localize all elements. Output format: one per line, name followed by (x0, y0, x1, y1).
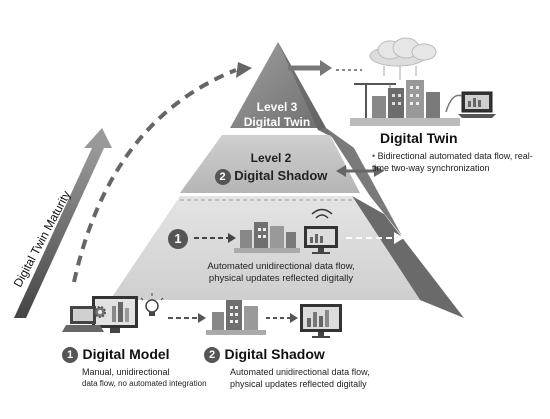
wifi-icon (311, 208, 333, 219)
pyramid-level3 (230, 42, 326, 128)
level2-line1: Level 2 (250, 151, 292, 165)
digital-model-heading: 1 Digital Model (62, 346, 170, 364)
digital-twin-bullet-text: Bidirectional automated data flow, real-… (372, 151, 533, 173)
cloud-icon (369, 37, 437, 80)
digital-shadow-title: Digital Shadow (224, 346, 325, 362)
digital-model-title: Digital Model (82, 346, 170, 362)
digital-model-desc-line2: data flow, no automated integration (82, 379, 207, 388)
lightbulb-icon (140, 293, 164, 316)
level2-badge: 2 (214, 168, 231, 185)
digital-shadow-badge: 2 (204, 346, 220, 363)
digital-shadow-desc-line2: physical updates reflected digitally (230, 379, 367, 389)
level1-badge: 1 (168, 229, 188, 249)
digital-model-desc: Manual, unidirectional data flow, no aut… (82, 366, 232, 390)
digital-shadow-heading: 2 Digital Shadow (204, 346, 325, 364)
digital-model-desc-line1: Manual, unidirectional (82, 367, 170, 377)
gear-icon (94, 306, 106, 318)
building-icon (234, 222, 300, 253)
monitor-icon (300, 304, 342, 338)
laptop-icon (62, 306, 104, 332)
pyramid-side-faces (278, 42, 464, 318)
building-icon (350, 80, 460, 126)
level2-label: Level 2 2 Digital Shadow (196, 150, 346, 185)
monitor-icon (304, 226, 338, 254)
digital-twin-bullet: • Bidirectional automated data flow, rea… (372, 151, 533, 173)
level1-badge-wrap: 1 (168, 229, 188, 249)
level2-line2: Digital Shadow (234, 168, 328, 183)
digital-twin-title: Digital Twin (380, 130, 458, 146)
bidirectional-arrow (336, 165, 384, 177)
digital-shadow-desc-line1: Automated unidirectional data flow, (230, 367, 370, 377)
building-icon (206, 300, 266, 335)
laptop-icon (458, 91, 496, 118)
digital-model-badge: 1 (62, 346, 78, 363)
level3-line1: Level 3 (256, 100, 298, 114)
maturity-arrow (14, 128, 112, 318)
level3-line2: Digital Twin (243, 115, 311, 129)
level3-label: Level 3 Digital Twin (232, 100, 322, 130)
digital-shadow-desc: Automated unidirectional data flow, phys… (230, 366, 420, 390)
level1-description: Automated unidirectional data flow, phys… (207, 261, 355, 284)
curved-dashed-arrow (72, 68, 237, 283)
